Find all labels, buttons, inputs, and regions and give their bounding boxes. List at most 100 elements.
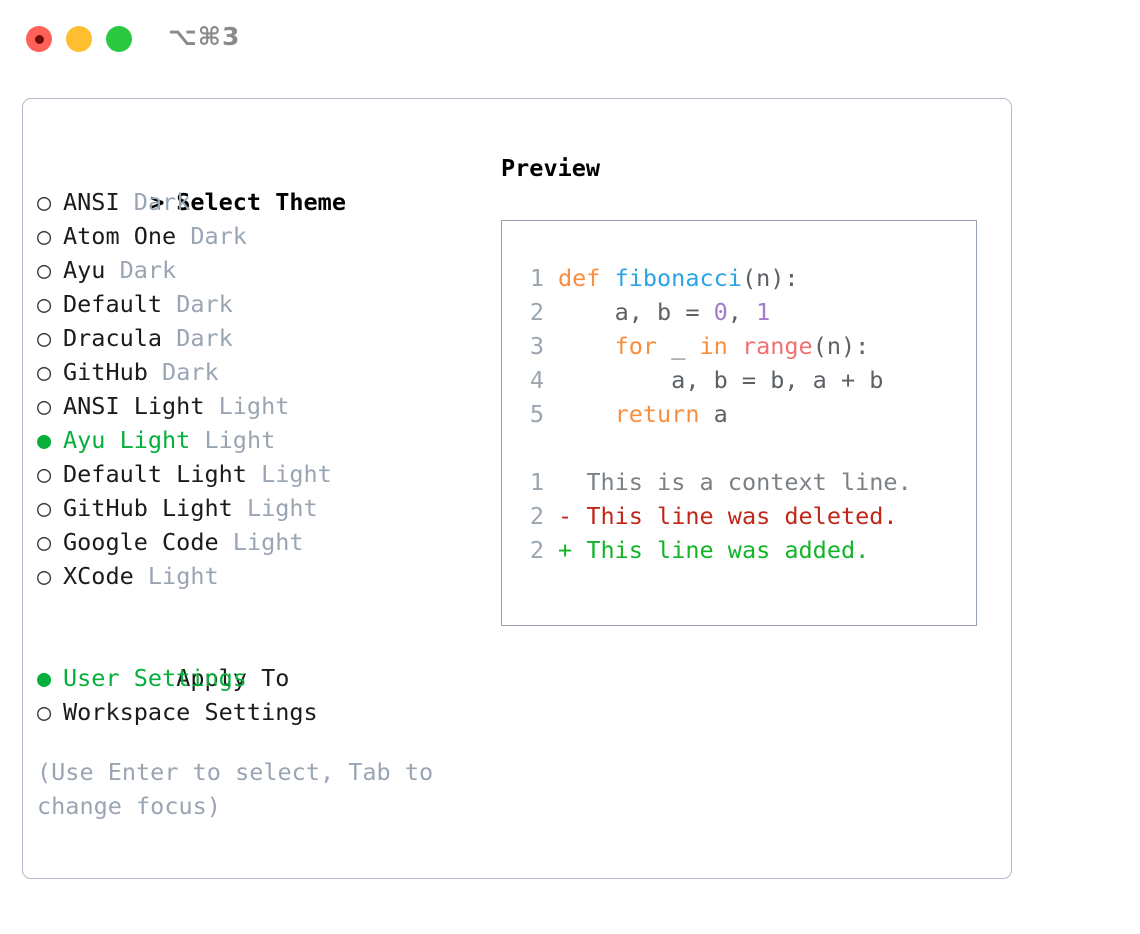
theme-variant-tag: Light	[261, 460, 332, 488]
keyboard-shortcut-label: ⌥⌘3	[168, 22, 241, 51]
code-token: for	[614, 332, 658, 360]
theme-list-item[interactable]: ○ Dracula Dark	[37, 321, 467, 355]
theme-selection-column: >Select Theme ○ANSI Dark○Atom One Dark○A…	[37, 151, 467, 823]
theme-list-item[interactable]: ○Default Light Light	[37, 457, 467, 491]
list-spacer	[37, 593, 467, 627]
diff-sign	[558, 468, 572, 496]
code-token: _	[657, 332, 700, 360]
label-gap	[162, 290, 176, 318]
theme-variant-tag: Dark	[190, 222, 247, 250]
code-diff-spacer	[514, 431, 970, 465]
theme-name-label: GitHub Light	[63, 494, 233, 522]
content-panel: >Select Theme ○ANSI Dark○Atom One Dark○A…	[22, 98, 1012, 879]
code-token	[558, 400, 615, 428]
apply-to-option[interactable]: ● User Settings	[37, 661, 467, 695]
label-gap	[105, 256, 119, 284]
theme-name-label: ANSI	[63, 188, 120, 216]
theme-list[interactable]: ○ANSI Dark○Atom One Dark○Ayu Dark○Defaul…	[37, 185, 467, 593]
theme-variant-tag: Light	[246, 494, 318, 522]
code-line: 2 a, b = 0, 1	[514, 295, 970, 329]
label-gap	[204, 392, 218, 420]
line-number: 3	[529, 332, 544, 360]
diff-line: 1 This is a context line.	[514, 465, 970, 499]
radio-unselected-icon: ○	[37, 358, 52, 386]
code-token: 1	[756, 298, 771, 326]
theme-list-item[interactable]: ○XCode Light	[37, 559, 467, 593]
theme-variant-tag: Dark	[176, 290, 233, 318]
code-token: fibonacci	[614, 264, 742, 292]
caret-icon: >	[150, 188, 165, 216]
theme-list-item[interactable]: ○GitHub Dark	[37, 355, 467, 389]
diff-line: 2 + This line was added.	[514, 533, 970, 567]
apply-to-header-label: Apply To	[176, 664, 290, 692]
apply-to-options[interactable]: ● User Settings ○Workspace Settings	[37, 661, 467, 729]
label-gap	[148, 358, 162, 386]
line-number: 2	[529, 502, 544, 530]
label-gap	[176, 222, 190, 250]
line-number: 5	[529, 400, 544, 428]
theme-variant-tag: Light	[204, 426, 276, 454]
apply-to-option[interactable]: ○Workspace Settings	[37, 695, 467, 729]
theme-name-label: Dracula	[63, 324, 163, 352]
theme-name-label: Google Code	[63, 528, 219, 556]
code-line: 3 for _ in range(n):	[514, 329, 970, 363]
theme-list-item[interactable]: ○ Google Code Light	[37, 525, 467, 559]
theme-list-header-label: Select Theme	[176, 188, 346, 216]
diff-sign: +	[558, 536, 573, 564]
radio-unselected-icon: ○	[37, 222, 52, 250]
theme-list-item[interactable]: ○ ANSI Dark	[37, 185, 467, 219]
theme-variant-tag: Dark	[176, 324, 233, 352]
code-token: in	[699, 332, 728, 360]
close-icon	[34, 34, 44, 44]
code-token: a, b =	[558, 298, 714, 326]
radio-unselected-icon: ○	[37, 494, 52, 522]
code-token	[558, 332, 615, 360]
radio-unselected-icon: ○	[37, 698, 52, 726]
theme-name-label: Ayu Light	[63, 426, 191, 454]
code-token: (n):	[741, 264, 799, 292]
minimize-window-button[interactable]	[66, 26, 92, 52]
theme-variant-tag: Light	[218, 392, 290, 420]
theme-list-item[interactable]: ○ GitHub Light Light	[37, 491, 467, 525]
theme-variant-tag: Dark	[133, 188, 191, 216]
diff-sample: 1 This is a context line. 2- This line wa…	[514, 465, 970, 567]
close-window-button[interactable]	[26, 26, 52, 52]
label-gap	[190, 426, 204, 454]
radio-selected-icon: ●	[37, 664, 52, 692]
line-number: 4	[529, 366, 544, 394]
label-gap	[134, 562, 148, 590]
label-gap	[247, 460, 261, 488]
radio-unselected-icon: ○	[37, 460, 52, 488]
theme-list-item[interactable]: ○Default Dark	[37, 287, 467, 321]
radio-unselected-icon: ○	[37, 324, 52, 352]
maximize-window-button[interactable]	[106, 26, 132, 52]
apply-to-option-label: User Settings	[63, 664, 247, 692]
keyboard-hint-text: (Use Enter to select, Tab to change focu…	[37, 758, 434, 820]
diff-text: This line was added.	[586, 536, 870, 564]
diff-sign: -	[558, 502, 573, 530]
theme-name-label: Ayu	[63, 256, 106, 284]
code-token: (n):	[812, 332, 870, 360]
line-number: 1	[529, 468, 544, 496]
theme-list-item[interactable]: ○Ayu Dark	[37, 253, 467, 287]
diff-gap	[572, 468, 586, 496]
radio-unselected-icon: ○	[37, 528, 52, 556]
theme-list-item[interactable]: ○ANSI Light Light	[37, 389, 467, 423]
radio-unselected-icon: ○	[37, 256, 52, 284]
theme-name-label: XCode	[63, 562, 134, 590]
theme-list-item[interactable]: ●Ayu Light Light	[37, 423, 467, 457]
line-number: 2	[529, 536, 544, 564]
theme-list-item[interactable]: ○Atom One Dark	[37, 219, 467, 253]
label-gap	[219, 528, 233, 556]
theme-name-label: GitHub	[63, 358, 148, 386]
radio-unselected-icon: ○	[37, 188, 52, 216]
label-gap	[120, 188, 134, 216]
radio-unselected-icon: ○	[37, 562, 52, 590]
line-number: 2	[529, 298, 544, 326]
line-number: 1	[529, 264, 544, 292]
theme-variant-tag: Light	[232, 528, 304, 556]
label-gap	[233, 494, 247, 522]
code-token: return	[614, 400, 700, 428]
